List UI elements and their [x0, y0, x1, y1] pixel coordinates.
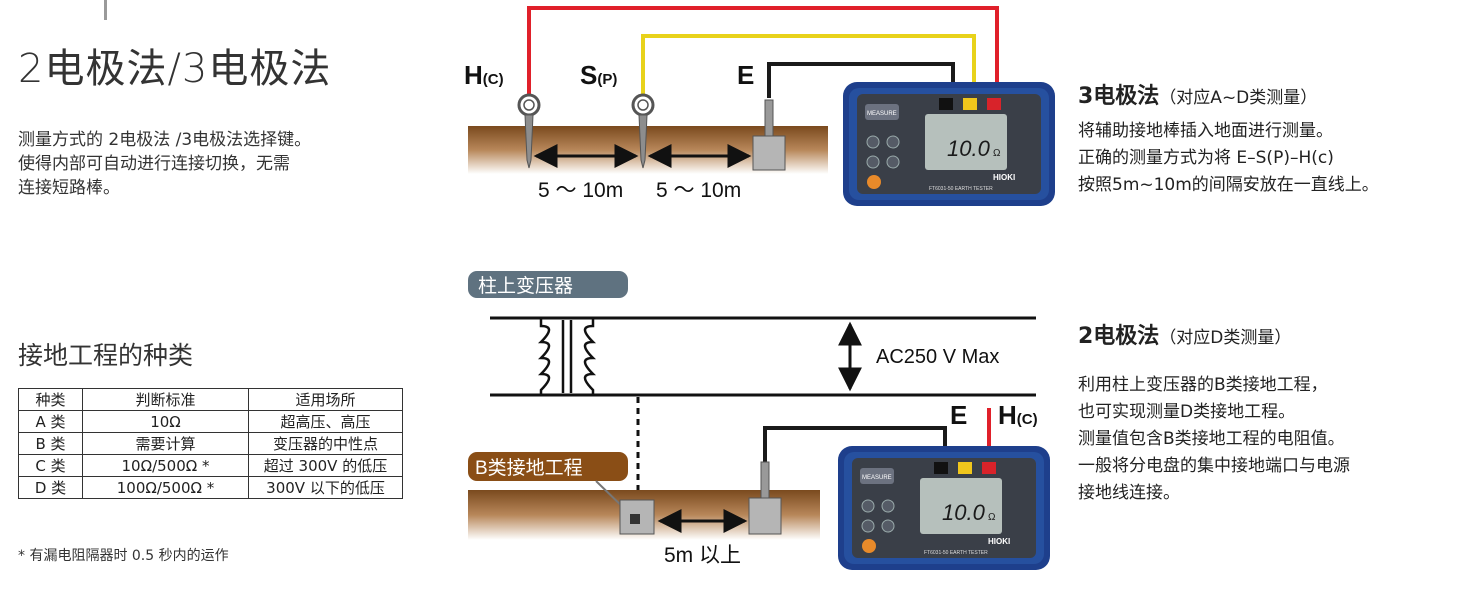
earth-tester-meter: MEASURE 10.0 Ω HIOKI FT6031-50 EARTH TES… — [837, 445, 1051, 571]
three-pole-title: 3电极法 — [1078, 84, 1160, 109]
transformer-label: 柱上变压器 — [478, 275, 573, 297]
two-pole-desc-line: 利用柱上变压器的B类接地工程， — [1078, 375, 1328, 395]
three-pole-desc-line: 将辅助接地棒插入地面进行测量。 — [1078, 121, 1333, 141]
two-pole-desc-line: 也可实现测量D类接地工程。 — [1078, 402, 1296, 422]
voltage-label: AC250 V Max — [876, 346, 999, 368]
table-header: 种类 — [18, 388, 83, 411]
three-pole-subtitle: （对应A~D类测量） — [1159, 88, 1318, 108]
table-cell: 超过 300V 的低压 — [248, 454, 403, 477]
description-line: 测量方式的 2电极法 /3电极法选择键。 — [18, 130, 312, 150]
table-header: 判断标准 — [82, 388, 249, 411]
types-heading: 接地工程的种类 — [18, 341, 194, 370]
table-row: C 类 10Ω/500Ω * 超过 300V 的低压 — [18, 454, 403, 477]
table-cell: 100Ω/500Ω * — [82, 476, 249, 499]
two-pole-title: 2电极法 — [1078, 324, 1160, 349]
footnote: * 有漏电阻隔器时 0.5 秒内的运作 — [18, 548, 229, 564]
description-line: 使得内部可自动进行连接切换，无需 — [18, 154, 290, 174]
meter-reading: 10.0 — [947, 136, 991, 161]
table-row: A 类 10Ω 超高压、高压 — [18, 410, 403, 433]
b-ground-label-bg — [468, 452, 628, 481]
earth-tester-meter: MEASURE 10.0 Ω HIOKI FT6031-50 EARTH TES… — [842, 81, 1056, 207]
three-pole-description: 将辅助接地棒插入地面进行测量。 正确的测量方式为将 E–S(P)–H(c) 按照… — [1078, 118, 1379, 199]
meter-brand: HIOKI — [988, 537, 1010, 546]
two-pole-subtitle: （对应D类测量） — [1159, 328, 1292, 348]
e-terminal-label: E — [950, 400, 967, 430]
transformer-icon — [537, 318, 597, 395]
table-cell: 300V 以下的低压 — [248, 476, 403, 499]
red-wire — [527, 6, 999, 118]
decorative-bar — [104, 0, 107, 20]
s-probe-icon — [631, 93, 655, 169]
description: 测量方式的 2电极法 /3电极法选择键。 使得内部可自动进行连接切换，无需 连接… — [18, 128, 398, 200]
b-ground-electrode-icon — [619, 499, 655, 535]
meter-reading: 10.0 — [942, 500, 986, 525]
measure-key-label: MEASURE — [862, 475, 892, 481]
distance-label: 5 ～ 10m — [538, 179, 623, 202]
table-cell: D 类 — [18, 476, 83, 499]
distance-label: 5m 以上 — [664, 544, 741, 567]
two-pole-heading: 2电极法（对应D类测量） — [1078, 318, 1291, 350]
distance-label: 5 ～ 10m — [656, 179, 741, 202]
three-pole-desc-line: 按照5m~10m的间隔安放在一直线上。 — [1078, 175, 1379, 195]
e-terminal-label: E — [737, 60, 754, 90]
black-wire — [763, 426, 947, 464]
two-pole-desc-line: 一般将分电盘的集中接地端口与电源 — [1078, 456, 1350, 476]
table-cell: B 类 — [18, 432, 83, 455]
h-probe-icon — [517, 93, 541, 169]
b-ground-label: B类接地工程 — [475, 457, 583, 479]
s-terminal-label: S(P) — [580, 60, 617, 90]
meter-model: FT6031-50 EARTH TESTER — [929, 186, 993, 192]
table-cell: C 类 — [18, 454, 83, 477]
e-electrode-icon — [752, 99, 786, 171]
three-pole-desc-line: 正确的测量方式为将 E–S(P)–H(c) — [1078, 148, 1334, 168]
three-pole-heading: 3电极法（对应A~D类测量） — [1078, 78, 1317, 110]
page-title: 2电极法/3电极法 — [18, 46, 332, 92]
table-row: D 类 100Ω/500Ω * 300V 以下的低压 — [18, 476, 403, 499]
two-pole-desc-line: 接地线连接。 — [1078, 483, 1180, 503]
h-terminal-label: H(C) — [464, 60, 504, 90]
table-cell: 超高压、高压 — [248, 410, 403, 433]
two-pole-description: 利用柱上变压器的B类接地工程， 也可实现测量D类接地工程。 测量值包含B类接地工… — [1078, 372, 1350, 507]
meter-brand: HIOKI — [993, 173, 1015, 182]
meter-model: FT6031-50 EARTH TESTER — [924, 550, 988, 556]
measure-key-label: MEASURE — [867, 111, 897, 117]
h-terminal-label: H(C) — [998, 400, 1038, 430]
yellow-wire — [641, 34, 976, 118]
transformer-label-bg — [468, 271, 628, 298]
table-header-row: 种类 判断标准 适用场所 — [18, 388, 403, 411]
description-line: 连接短路棒。 — [18, 178, 120, 198]
types-table: 种类 判断标准 适用场所 A 类 10Ω 超高压、高压 B 类 需要计算 变压器… — [18, 388, 403, 499]
e-electrode-icon — [748, 461, 782, 535]
two-pole-desc-line: 测量值包含B类接地工程的电阻值。 — [1078, 429, 1345, 449]
meter-unit: Ω — [988, 512, 996, 523]
meter-unit: Ω — [993, 148, 1001, 159]
